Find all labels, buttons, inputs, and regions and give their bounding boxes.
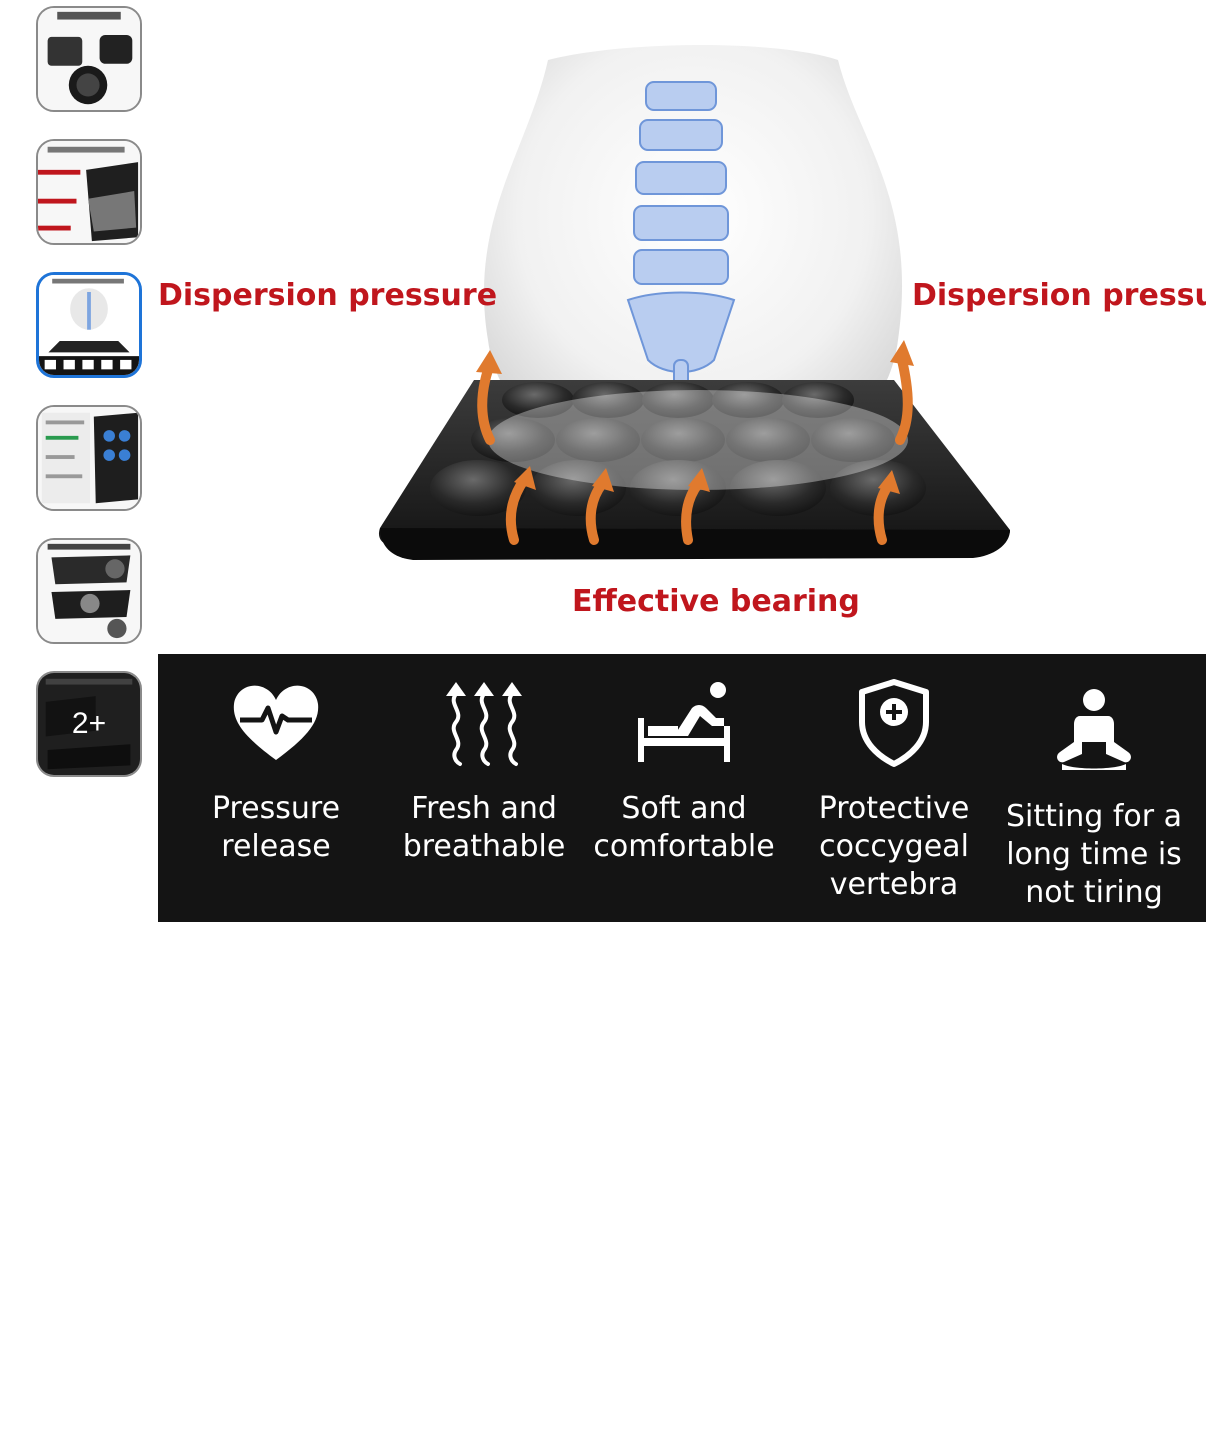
feature-text: Pressure release [211,791,341,864]
thumbnail-image [39,275,139,375]
label-dispersion-pressure-right: Dispersion pressure [912,278,1206,313]
feature-text: Protective coccygeal vertebra [818,791,970,902]
label-dispersion-pressure-left: Dispersion pressure [158,278,498,313]
feature-text: Sitting for a long time is not tiring [1005,799,1182,910]
feature-text: Soft and comfortable [593,791,775,864]
thumbnail-image [38,8,140,110]
thumbnail-image [38,141,140,243]
air-cells [430,382,926,516]
main-product-image: Dispersion pressure Dispersion pressure … [158,0,1206,922]
thumbnail-image [38,407,140,509]
thumbnail-2[interactable] [36,139,142,245]
thumbnail-6[interactable]: 2+ [36,671,142,777]
more-images-count: 2+ [38,673,140,775]
airflow-icon [446,682,522,766]
thumbnail-5[interactable] [36,538,142,644]
heart-icon [233,685,319,760]
seat-cushion-illustration [378,45,1010,560]
feature-text: Fresh and breathable [402,791,566,864]
label-effective-bearing: Effective bearing [572,584,860,619]
bed-icon [638,682,730,762]
spine-illustration [626,81,736,421]
thumbnail-3[interactable] [36,272,142,378]
thumbnail-image [38,673,140,775]
feature-band: Pressure release Fresh and breathable [158,654,1206,922]
meditation-icon [1057,689,1131,770]
thumbnail-4[interactable] [36,405,142,511]
thumbnail-1[interactable] [36,6,142,112]
thumbnail-image [38,540,140,642]
shield-plus-icon [859,679,929,767]
